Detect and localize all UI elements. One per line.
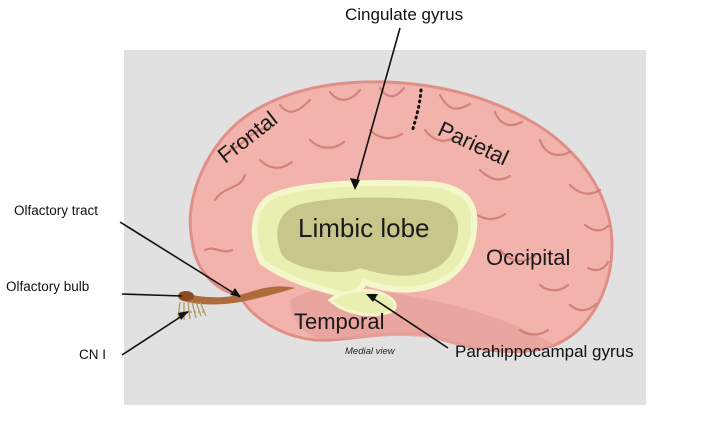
leader-lines <box>119 27 449 356</box>
leader-cn-i <box>121 311 189 356</box>
label-medial-view: Medial view <box>345 346 395 357</box>
leader-olfactory-tract <box>119 221 241 298</box>
label-occipital: Occipital <box>486 245 571 270</box>
arrowhead-cn-i <box>178 311 189 320</box>
label-limbic-lobe: Limbic lobe <box>298 213 430 243</box>
leader-olfactory-bulb <box>121 293 183 297</box>
label-cn-i: CN I <box>79 347 106 362</box>
label-olfactory-bulb: Olfactory bulb <box>6 279 90 294</box>
olfactory-bulb-shape <box>178 291 194 301</box>
parahippocampal-band <box>327 288 397 317</box>
label-temporal: Temporal <box>294 309 385 334</box>
limbic-inner <box>277 197 459 276</box>
leader-parahippocampal <box>367 294 449 349</box>
arrowhead-olfactory-tract <box>230 288 241 297</box>
label-cingulate-gyrus: Cingulate gyrus <box>345 5 464 24</box>
leader-cingulate <box>354 27 401 189</box>
label-parahippocampal-gyrus: Parahippocampal gyrus <box>455 342 634 361</box>
arrowhead-parahippocampal <box>366 294 378 302</box>
arrowhead-cingulate <box>350 178 360 190</box>
label-olfactory-tract: Olfactory tract <box>14 203 99 218</box>
arrowheads <box>178 178 378 320</box>
central-sulcus-dotted <box>410 88 423 134</box>
cn-i-fibers <box>177 301 207 320</box>
